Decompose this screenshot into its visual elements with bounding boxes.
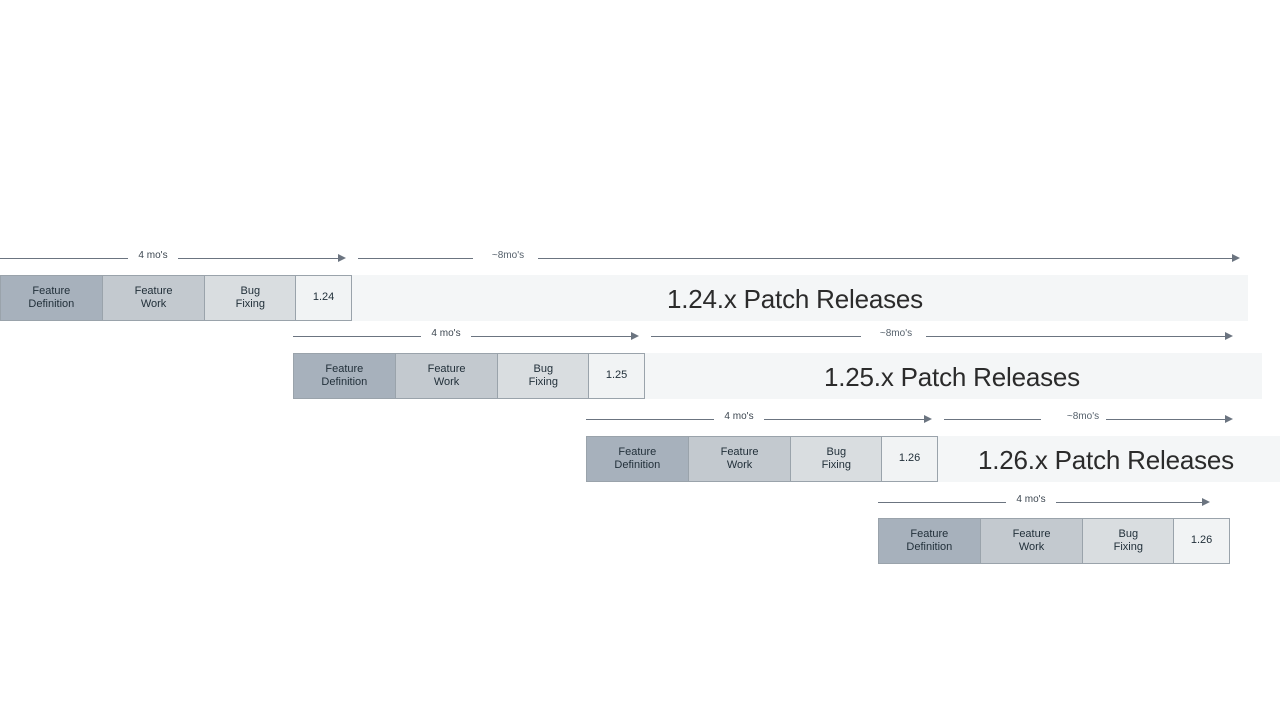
version-label: 1.26 bbox=[898, 452, 921, 465]
phase-label-line1: Feature bbox=[32, 284, 71, 297]
measure-segment-left bbox=[878, 502, 1006, 503]
duration-label-dev: 4 mo's bbox=[724, 411, 754, 422]
phase-label-line2: Fixing bbox=[1113, 541, 1143, 553]
phase-label-line1: Feature bbox=[325, 362, 364, 375]
phase-bar-124: Feature Definition Feature Work Bug Fixi… bbox=[0, 275, 352, 321]
duration-measure-dev-126: 4 mo's bbox=[586, 411, 934, 429]
duration-label-dev: 4 mo's bbox=[138, 250, 168, 261]
duration-measure-patch-126: ~8mo's bbox=[944, 411, 1240, 429]
measure-segment-right bbox=[1106, 419, 1225, 420]
phase-label-line1: Feature bbox=[134, 284, 173, 297]
measure-segment-left bbox=[586, 419, 714, 420]
phase-block-feature-work[interactable]: Feature Work bbox=[688, 437, 792, 481]
patch-release-label-126: 1.26.x Patch Releases bbox=[978, 445, 1234, 475]
duration-measure-dev-126-next: 4 mo's bbox=[878, 494, 1212, 512]
phase-block-bug-fixing[interactable]: Bug Fixing bbox=[791, 437, 883, 481]
phase-label-line2: Fixing bbox=[821, 459, 851, 471]
duration-label-patch: ~8mo's bbox=[879, 328, 913, 339]
measure-segment-left bbox=[293, 336, 421, 337]
phase-label-line1: Bug bbox=[826, 445, 847, 458]
version-chip-126[interactable]: 1.26 bbox=[882, 437, 937, 481]
version-label: 1.26 bbox=[1190, 534, 1213, 547]
phase-block-bug-fixing[interactable]: Bug Fixing bbox=[205, 276, 297, 320]
arrow-head-icon bbox=[338, 254, 346, 262]
measure-segment-left bbox=[651, 336, 861, 337]
arrow-head-icon bbox=[1225, 415, 1233, 423]
phase-block-feature-work[interactable]: Feature Work bbox=[102, 276, 206, 320]
arrow-head-icon bbox=[1225, 332, 1233, 340]
patch-release-label-125: 1.25.x Patch Releases bbox=[824, 362, 1080, 392]
measure-segment-right bbox=[471, 336, 631, 337]
duration-measure-patch-125: ~8mo's bbox=[651, 328, 1240, 346]
arrow-head-icon bbox=[1202, 498, 1210, 506]
phase-label-line1: Feature bbox=[427, 362, 466, 375]
phase-block-feature-definition[interactable]: Feature Definition bbox=[1, 276, 103, 320]
phase-bar-126-next: Feature Definition Feature Work Bug Fixi… bbox=[878, 518, 1230, 564]
duration-measure-dev-125: 4 mo's bbox=[293, 328, 641, 346]
duration-label-dev: 4 mo's bbox=[431, 328, 461, 339]
phase-label-line2: Fixing bbox=[235, 298, 265, 310]
version-chip-125[interactable]: 1.25 bbox=[589, 354, 644, 398]
measure-segment-right bbox=[1056, 502, 1202, 503]
measure-segment-right bbox=[178, 258, 338, 259]
phase-label-line1: Feature bbox=[1012, 527, 1051, 540]
phase-block-feature-work[interactable]: Feature Work bbox=[980, 519, 1084, 563]
phase-label-line2: Definition bbox=[321, 376, 368, 388]
version-label: 1.25 bbox=[605, 369, 628, 382]
arrow-head-icon bbox=[631, 332, 639, 340]
phase-block-bug-fixing[interactable]: Bug Fixing bbox=[1083, 519, 1175, 563]
phase-label-line2: Definition bbox=[614, 459, 661, 471]
arrow-head-icon bbox=[924, 415, 932, 423]
duration-label-patch: ~8mo's bbox=[491, 250, 525, 261]
phase-label-line1: Feature bbox=[910, 527, 949, 540]
measure-segment-right bbox=[764, 419, 924, 420]
measure-segment-left bbox=[358, 258, 473, 259]
phase-bar-126: Feature Definition Feature Work Bug Fixi… bbox=[586, 436, 938, 482]
phase-label-line2: Definition bbox=[906, 541, 953, 553]
phase-block-feature-definition[interactable]: Feature Definition bbox=[879, 519, 981, 563]
phase-label-line1: Feature bbox=[720, 445, 759, 458]
phase-block-feature-work[interactable]: Feature Work bbox=[395, 354, 499, 398]
measure-segment-right bbox=[926, 336, 1225, 337]
duration-label-patch: ~8mo's bbox=[1066, 411, 1100, 422]
patch-release-label-124: 1.24.x Patch Releases bbox=[667, 284, 923, 314]
phase-label-line2: Work bbox=[433, 376, 460, 388]
phase-label-line2: Work bbox=[140, 298, 167, 310]
version-chip-124[interactable]: 1.24 bbox=[296, 276, 351, 320]
version-label: 1.24 bbox=[312, 291, 335, 304]
phase-label-line2: Work bbox=[726, 459, 753, 471]
phase-label-line2: Fixing bbox=[528, 376, 558, 388]
phase-block-feature-definition[interactable]: Feature Definition bbox=[587, 437, 689, 481]
arrow-head-icon bbox=[1232, 254, 1240, 262]
phase-label-line2: Work bbox=[1018, 541, 1045, 553]
measure-segment-left bbox=[944, 419, 1041, 420]
phase-label-line2: Definition bbox=[28, 298, 75, 310]
phase-label-line1: Feature bbox=[618, 445, 657, 458]
phase-label-line1: Bug bbox=[1118, 527, 1139, 540]
duration-label-dev: 4 mo's bbox=[1016, 494, 1046, 505]
duration-measure-dev-124: 4 mo's bbox=[0, 250, 348, 268]
phase-bar-125: Feature Definition Feature Work Bug Fixi… bbox=[293, 353, 645, 399]
measure-segment-right bbox=[538, 258, 1232, 259]
measure-segment-left bbox=[0, 258, 128, 259]
phase-label-line1: Bug bbox=[533, 362, 554, 375]
version-chip-126-next[interactable]: 1.26 bbox=[1174, 519, 1229, 563]
phase-label-line1: Bug bbox=[240, 284, 261, 297]
duration-measure-patch-124: ~8mo's bbox=[358, 250, 1240, 268]
phase-block-feature-definition[interactable]: Feature Definition bbox=[294, 354, 396, 398]
phase-block-bug-fixing[interactable]: Bug Fixing bbox=[498, 354, 590, 398]
